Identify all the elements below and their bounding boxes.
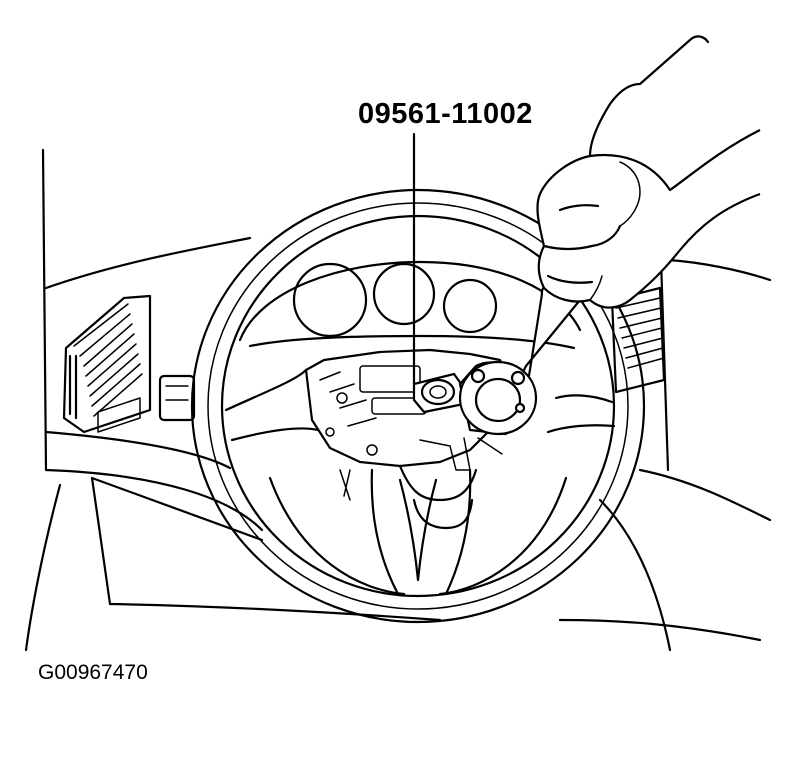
hand-icon	[536, 35, 761, 309]
steering-wheel-icon	[190, 188, 646, 624]
left-air-vent	[62, 294, 152, 434]
right-air-vent	[610, 286, 666, 394]
instrument-cluster	[238, 260, 582, 350]
socket-tool	[412, 372, 466, 414]
ratchet-wrench-icon	[458, 280, 582, 436]
left-switch-panel	[158, 374, 196, 422]
part-number-label: 09561-11002	[358, 98, 533, 130]
figure-id: G00967470	[38, 661, 148, 684]
